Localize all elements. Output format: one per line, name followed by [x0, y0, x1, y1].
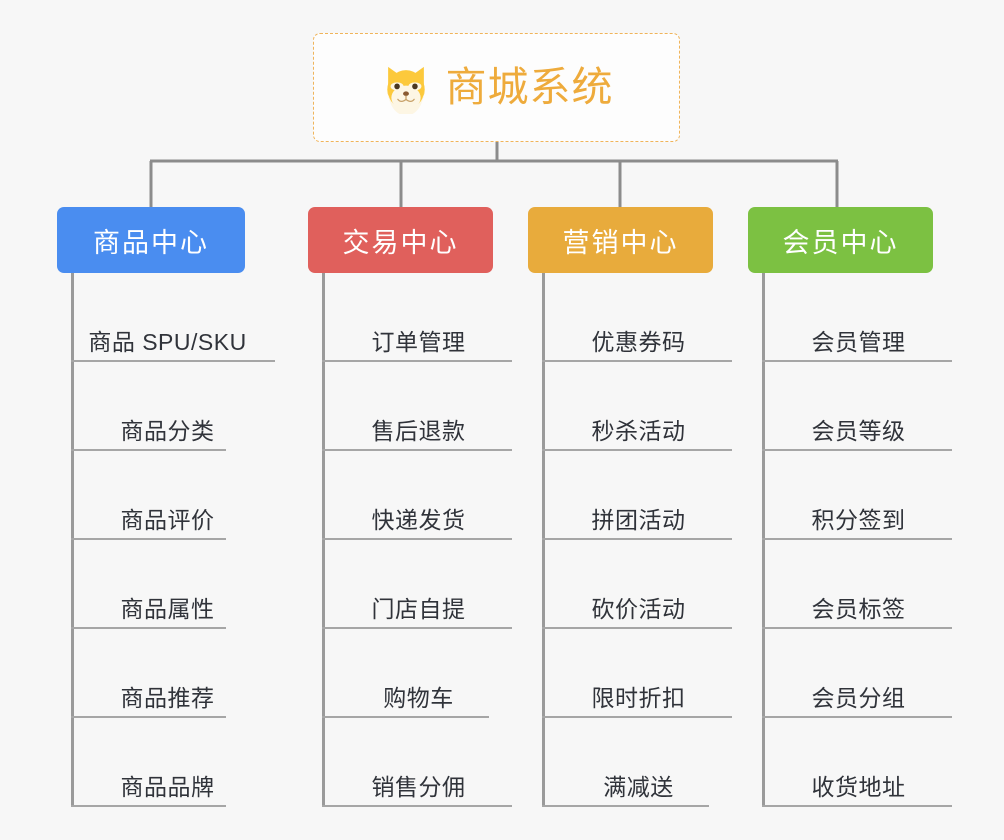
category-box-marketing[interactable]: 营销中心: [528, 207, 713, 273]
leaf-item[interactable]: 积分签到: [762, 451, 952, 540]
leaf-label: 商品属性: [120, 595, 215, 622]
category-label-trade: 交易中心: [342, 227, 459, 258]
category-label-marketing: 营销中心: [562, 227, 679, 258]
leaf-label: 限时折扣: [591, 684, 686, 711]
leaf-label: 销售分佣: [371, 773, 466, 800]
leaf-column-product: 商品 SPU/SKU 商品分类 商品评价 商品属性 商品推荐 商品品牌: [71, 273, 275, 807]
leaf-item[interactable]: 满减送: [542, 718, 732, 807]
leaf-item[interactable]: 销售分佣: [322, 718, 512, 807]
category-label-member: 会员中心: [782, 227, 899, 258]
leaf-item[interactable]: 收货地址: [762, 718, 952, 807]
leaf-label: 会员管理: [811, 328, 906, 355]
leaf-item[interactable]: 商品 SPU/SKU: [71, 273, 275, 362]
leaf-label: 收货地址: [811, 773, 906, 800]
leaf-label: 会员标签: [811, 595, 906, 622]
leaf-label: 订单管理: [371, 328, 466, 355]
root-node[interactable]: 商城系统: [313, 33, 680, 142]
leaf-item[interactable]: 限时折扣: [542, 629, 732, 718]
category-box-product[interactable]: 商品中心: [57, 207, 245, 273]
leaf-item[interactable]: 会员等级: [762, 362, 952, 451]
leaf-label: 商品推荐: [120, 684, 215, 711]
leaf-label: 秒杀活动: [591, 417, 686, 444]
category-box-member[interactable]: 会员中心: [748, 207, 933, 273]
leaf-column-trade: 订单管理 售后退款 快递发货 门店自提 购物车 销售分佣: [322, 273, 512, 807]
leaf-label: 购物车: [383, 684, 454, 711]
category-box-trade[interactable]: 交易中心: [308, 207, 493, 273]
leaf-label: 拼团活动: [591, 506, 686, 533]
leaf-item[interactable]: 商品品牌: [71, 718, 261, 807]
root-title: 商城系统: [445, 64, 614, 110]
leaf-label: 优惠券码: [591, 328, 686, 355]
leaf-label: 满减送: [603, 773, 674, 800]
leaf-item[interactable]: 秒杀活动: [542, 362, 732, 451]
leaf-label: 商品分类: [120, 417, 215, 444]
leaf-item[interactable]: 快递发货: [322, 451, 512, 540]
leaf-item[interactable]: 拼团活动: [542, 451, 732, 540]
root-to-bus-connectors: [149, 142, 839, 207]
leaf-label: 商品品牌: [120, 773, 215, 800]
leaf-label: 商品评价: [120, 506, 215, 533]
leaf-label: 积分签到: [811, 506, 906, 533]
leaf-label: 会员分组: [811, 684, 906, 711]
leaf-item[interactable]: 订单管理: [322, 273, 512, 362]
leaf-item[interactable]: 商品属性: [71, 540, 261, 629]
leaf-label: 售后退款: [371, 417, 466, 444]
leaf-label: 砍价活动: [591, 595, 686, 622]
leaf-label: 会员等级: [811, 417, 906, 444]
leaf-item[interactable]: 商品分类: [71, 362, 261, 451]
leaf-item[interactable]: 会员分组: [762, 629, 952, 718]
leaf-item[interactable]: 优惠券码: [542, 273, 732, 362]
leaf-item[interactable]: 售后退款: [322, 362, 512, 451]
category-label-product: 商品中心: [93, 227, 209, 258]
leaf-label: 快递发货: [371, 506, 466, 533]
shiba-dog-face-icon: [386, 66, 425, 114]
leaf-item[interactable]: 砍价活动: [542, 540, 732, 629]
leaf-item[interactable]: 商品评价: [71, 451, 261, 540]
leaf-item[interactable]: 购物车: [322, 629, 512, 718]
leaf-item[interactable]: 会员标签: [762, 540, 952, 629]
leaf-item[interactable]: 商品推荐: [71, 629, 261, 718]
leaf-item[interactable]: 门店自提: [322, 540, 512, 629]
leaf-column-marketing: 优惠券码 秒杀活动 拼团活动 砍价活动 限时折扣 满减送: [542, 273, 732, 807]
leaf-column-member: 会员管理 会员等级 积分签到 会员标签 会员分组 收货地址: [762, 273, 952, 807]
leaf-item[interactable]: 会员管理: [762, 273, 952, 362]
leaf-label: 商品 SPU/SKU: [88, 328, 247, 355]
leaf-label: 门店自提: [371, 595, 466, 622]
